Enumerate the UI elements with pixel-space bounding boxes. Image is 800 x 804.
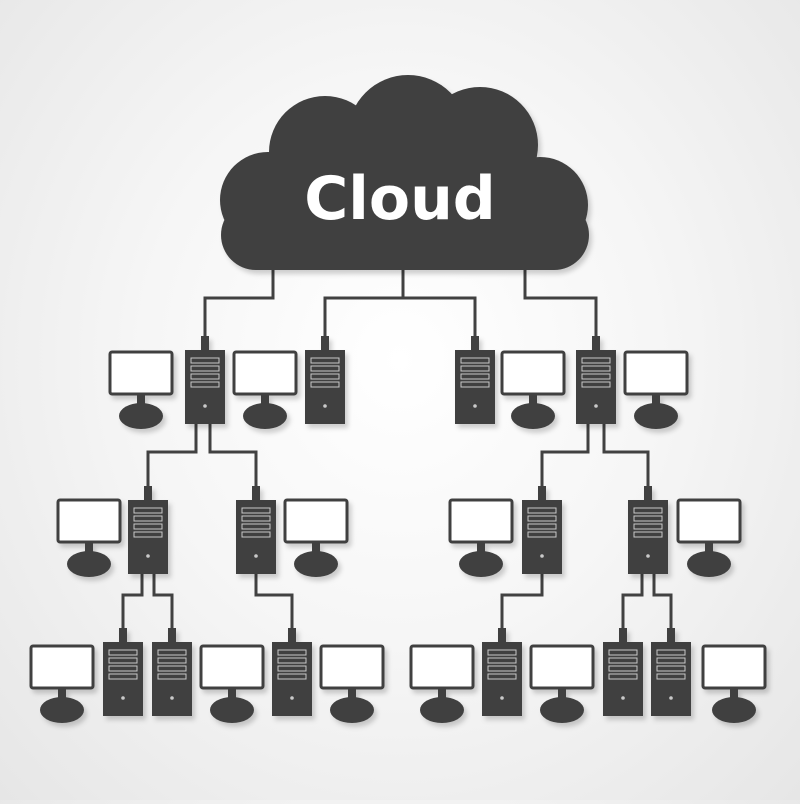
server-tower-l2b (236, 486, 276, 574)
monitor-l1c (500, 350, 566, 429)
wire-l2d-to-l3f (652, 574, 673, 628)
server-tower-l3d (482, 628, 522, 716)
connection-lines (121, 270, 673, 628)
wire-cloud-to-tower-l1b (323, 270, 405, 336)
wire-l1a-to-l2a (146, 424, 198, 486)
server-tower-l1b (305, 336, 345, 424)
server-tower-l1d (576, 336, 616, 424)
wire-l1a-to-l2b (208, 424, 258, 486)
monitor-l3e (529, 644, 595, 723)
server-tower-l1c (455, 336, 495, 424)
monitor-l3c (319, 644, 385, 723)
server-tower-l3c (272, 628, 312, 716)
wire-cloud-to-tower-l1c (401, 270, 477, 336)
monitor-l3d (409, 644, 475, 723)
server-tower-l2c (522, 486, 562, 574)
wire-cloud-to-tower-l1d (523, 270, 598, 336)
wire-l2a-to-l3a (121, 574, 144, 628)
server-tower-l3b (152, 628, 192, 716)
monitor-l3b (199, 644, 265, 723)
cloud-icon (220, 75, 589, 270)
cloud-label: Cloud (304, 164, 495, 234)
server-tower-l2d (628, 486, 668, 574)
monitor-l2d (676, 498, 742, 577)
monitor-l1d (623, 350, 689, 429)
monitor-l3f (701, 644, 767, 723)
wire-l2a-to-l3b (152, 574, 174, 628)
server-tower-l3f (651, 628, 691, 716)
wire-cloud-to-tower-l1a (203, 270, 275, 336)
server-tower-l3a (103, 628, 143, 716)
monitor-l1b (232, 350, 298, 429)
monitor-l2a (56, 498, 122, 577)
monitor-l2b (283, 498, 349, 577)
wire-l2b-to-l3c (254, 574, 294, 628)
monitor-l1a (108, 350, 174, 429)
server-tower-l2a (128, 486, 168, 574)
monitor-l2c (448, 498, 514, 577)
wire-l1d-to-l2c (540, 424, 590, 486)
wire-l1d-to-l2d (602, 424, 650, 486)
cloud-shape: Cloud (220, 75, 589, 270)
server-tower-l3e (603, 628, 643, 716)
monitor-l3a (29, 644, 95, 723)
wire-l2d-to-l3e (621, 574, 644, 628)
server-tower-l1a (185, 336, 225, 424)
wire-l2c-to-l3d (500, 574, 544, 628)
devices-layer (29, 336, 767, 723)
